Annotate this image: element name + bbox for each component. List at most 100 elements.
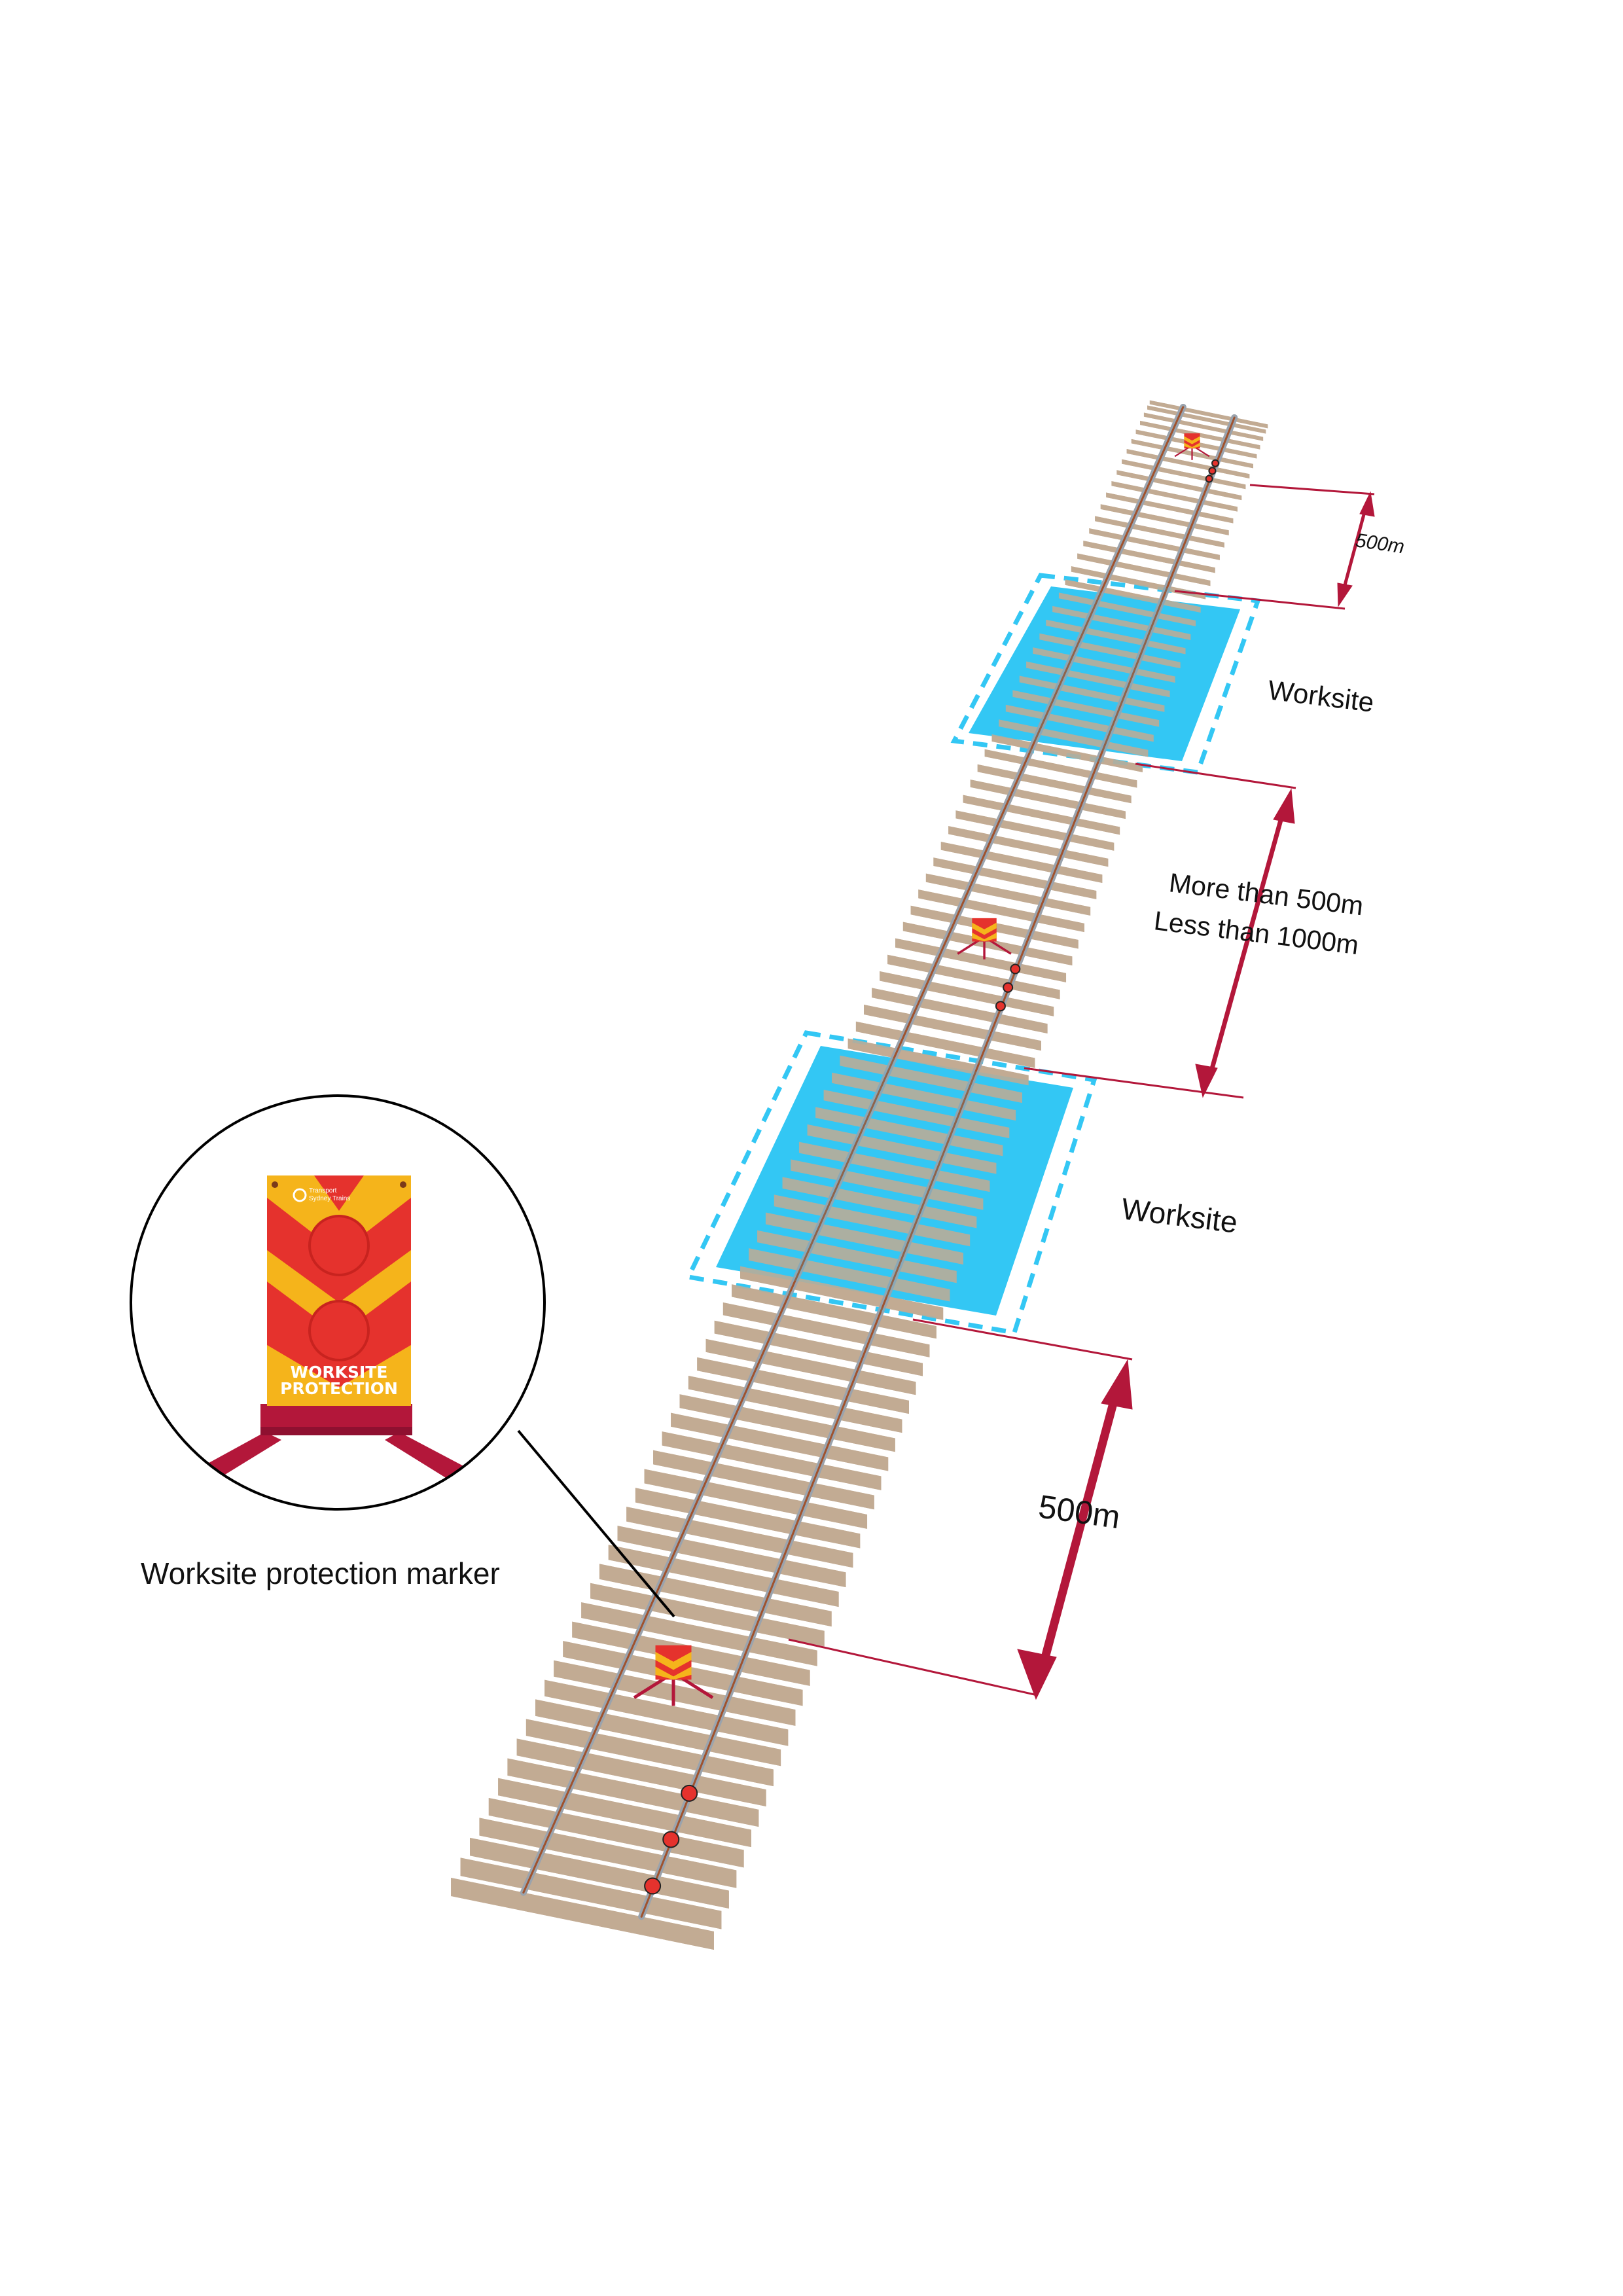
- sleeper: [1089, 528, 1220, 560]
- bolt-icon: [400, 1181, 406, 1188]
- sign-brand-line2: Sydney Trains: [309, 1195, 350, 1202]
- guide-line: [788, 1638, 1038, 1696]
- detonator-dot: [1205, 475, 1213, 483]
- sleeper: [1116, 470, 1242, 501]
- marker-sign-panel: [267, 1175, 411, 1406]
- arrow-shaft: [1208, 808, 1287, 1074]
- sleeper: [847, 1038, 1029, 1086]
- sleeper: [740, 1266, 944, 1320]
- sleeper: [977, 764, 1132, 804]
- sleeper: [774, 1194, 971, 1247]
- detonator-dot: [1010, 963, 1021, 975]
- sleeper: [807, 1124, 997, 1174]
- sleeper: [782, 1177, 977, 1229]
- dimension-lines: [788, 484, 1375, 1696]
- sign-lamp-bottom: [308, 1300, 370, 1361]
- sleeper: [635, 1488, 861, 1549]
- detonator-dot: [1211, 459, 1220, 467]
- distance-arrows: [1017, 491, 1375, 1700]
- sleeper: [479, 1818, 737, 1888]
- detonator-dot: [662, 1831, 680, 1848]
- sleeper: [1122, 459, 1246, 490]
- marker-leg: [681, 1676, 714, 1699]
- sleeper: [581, 1602, 817, 1666]
- sleeper: [1100, 504, 1229, 535]
- worksite-label-upper: Worksite: [1266, 674, 1376, 717]
- sleeper: [697, 1357, 909, 1414]
- sleeper: [599, 1564, 832, 1627]
- guide-line: [1174, 590, 1346, 610]
- sleeper: [970, 780, 1126, 819]
- protection-marker-middle: [957, 918, 1012, 960]
- sleeper: [872, 988, 1048, 1033]
- protection-marker-far: [1174, 433, 1210, 460]
- sleeper: [1019, 675, 1165, 712]
- sleeper: [999, 719, 1149, 757]
- sleeper: [757, 1230, 957, 1283]
- sleeper: [608, 1545, 839, 1607]
- guide-line: [912, 1318, 1133, 1361]
- sign-lamp-top: [308, 1215, 370, 1276]
- worksite-dashed-border: [685, 1030, 1097, 1335]
- sleeper: [526, 1719, 774, 1787]
- sleeper: [902, 922, 1073, 966]
- rail-left-head: [640, 416, 1236, 1918]
- sleeper: [864, 1004, 1041, 1051]
- detonator-dot: [1208, 467, 1217, 475]
- sleeper: [1095, 516, 1224, 548]
- sleepers: [451, 400, 1268, 1950]
- sleeper: [832, 1072, 1016, 1121]
- callout-line: [517, 1429, 675, 1618]
- sleeper: [679, 1394, 895, 1452]
- sleeper: [460, 1857, 722, 1929]
- marker-chevron: [655, 1666, 692, 1680]
- sleeper: [535, 1699, 781, 1767]
- marker-chevron: [655, 1651, 692, 1670]
- sleeper: [731, 1284, 936, 1339]
- sleeper: [544, 1679, 789, 1746]
- marker-base-shadow: [260, 1427, 412, 1435]
- sleeper: [626, 1507, 853, 1568]
- sleeper: [714, 1320, 923, 1376]
- sleeper: [791, 1159, 984, 1210]
- sleeper: [1026, 661, 1170, 698]
- sleeper: [1039, 633, 1181, 669]
- sleeper: [765, 1212, 963, 1265]
- marker-zoom-inset: Transport Sydney Trains WORKSITE PROTECT…: [130, 1094, 546, 1511]
- sleeper: [940, 842, 1103, 883]
- sleeper: [798, 1141, 990, 1193]
- sleeper: [1058, 592, 1196, 626]
- sleeper: [1071, 566, 1206, 600]
- sleeper: [823, 1089, 1010, 1139]
- detonator-dot: [644, 1877, 662, 1895]
- sleeper: [507, 1758, 759, 1827]
- arrow-head-down: [1017, 1649, 1057, 1700]
- sleeper: [590, 1583, 825, 1647]
- sleeper: [948, 826, 1109, 867]
- sleeper: [516, 1738, 766, 1807]
- sleeper: [1083, 541, 1215, 573]
- sleeper: [1126, 448, 1250, 479]
- sleeper: [749, 1248, 950, 1302]
- sleeper: [887, 954, 1060, 999]
- rail-right-head: [522, 406, 1185, 1894]
- sleeper: [1012, 690, 1160, 727]
- sign-chevron: [267, 1175, 411, 1253]
- marker-leg: [989, 939, 1012, 955]
- arrow-head-up: [1273, 788, 1295, 824]
- marker-chevron: [1184, 442, 1200, 449]
- sleeper: [1143, 412, 1264, 441]
- sleeper: [1140, 420, 1260, 450]
- sleeper: [984, 749, 1137, 788]
- sleeper: [991, 734, 1143, 772]
- marker-chevron: [1184, 436, 1200, 444]
- sleeper: [895, 938, 1067, 982]
- distance-label-bottom: 500m: [1036, 1488, 1122, 1535]
- rails: [520, 404, 1238, 1920]
- inset-border: [130, 1094, 546, 1511]
- sign-text-line2: PROTECTION: [280, 1379, 398, 1398]
- marker-leg: [1195, 447, 1210, 457]
- sign-brand-line1: Transport: [309, 1187, 337, 1194]
- sleeper: [498, 1778, 751, 1848]
- worksite-area: [969, 586, 1240, 761]
